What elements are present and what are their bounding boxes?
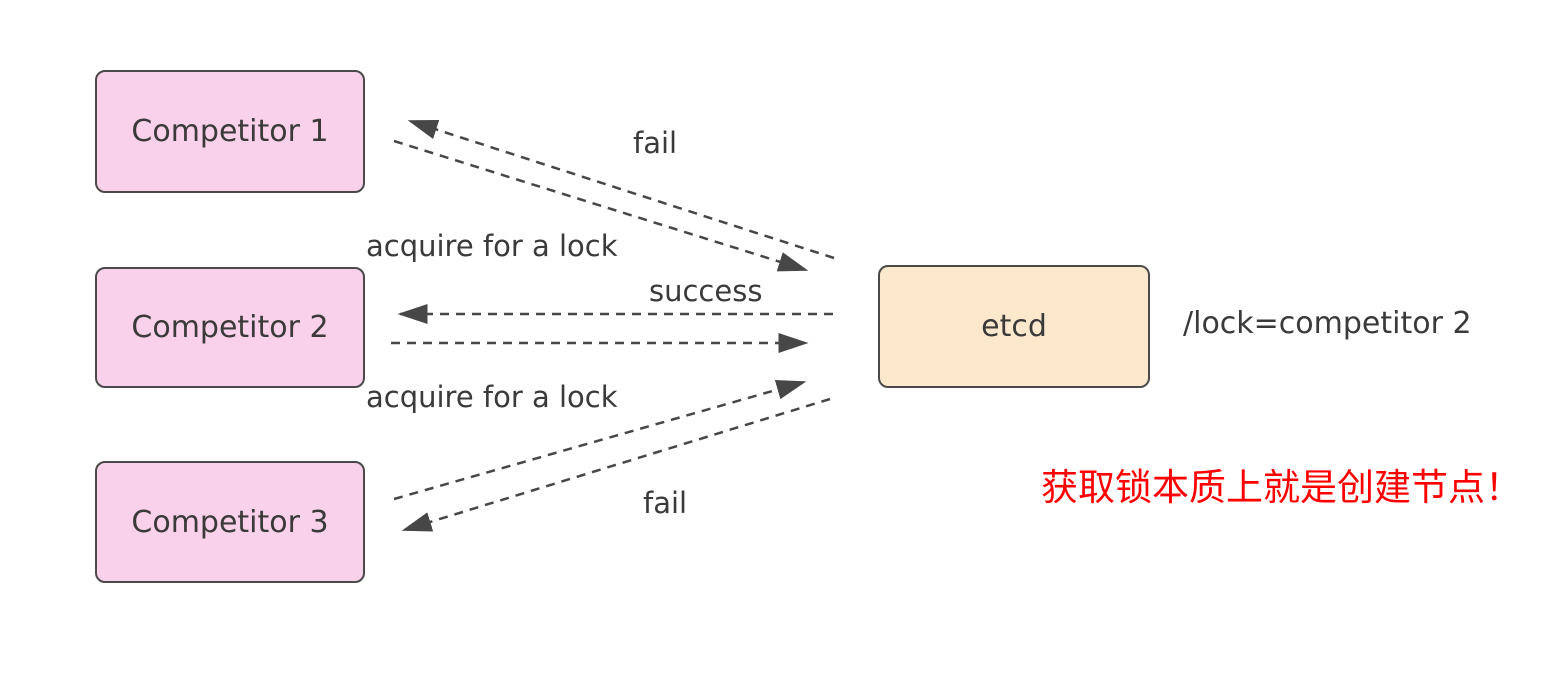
node-competitor-3: Competitor 3 — [95, 461, 365, 583]
edge-label-competitor1-fail: fail — [633, 126, 678, 160]
edge-label-competitor1-acquire: acquire for a lock — [366, 229, 618, 263]
node-competitor-1-label: Competitor 1 — [131, 114, 329, 149]
edge-etcd-to-competitor3-fail-arrow — [401, 397, 831, 532]
edge-label-competitor3-acquire: acquire for a lock — [366, 380, 618, 414]
node-competitor-2-label: Competitor 2 — [131, 310, 329, 345]
edge-label-competitor3-fail: fail — [643, 486, 688, 520]
node-competitor-2: Competitor 2 — [95, 267, 365, 388]
node-etcd-label: etcd — [981, 309, 1047, 344]
node-competitor-3-label: Competitor 3 — [131, 504, 329, 540]
node-competitor-1: Competitor 1 — [95, 70, 365, 193]
lock-key-value-annotation: /lock=competitor 2 — [1183, 306, 1472, 341]
node-etcd: etcd — [878, 265, 1150, 388]
red-note-annotation: 获取锁本质上就是创建节点！ — [1041, 466, 1522, 509]
edge-label-competitor2-success: success — [649, 274, 763, 308]
